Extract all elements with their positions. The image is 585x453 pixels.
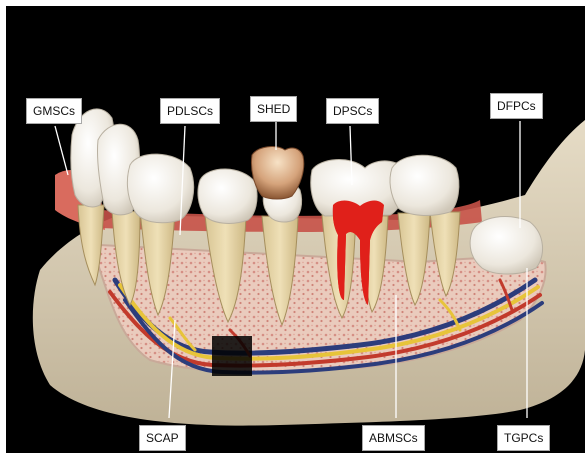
label-pdlscs: PDLSCs [160,98,220,124]
label-shed: SHED [250,96,297,122]
label-dpscs: DPSCs [326,98,379,124]
label-tgpcs: TGPCs [497,425,550,451]
label-gmscs: GMSCs [26,98,82,124]
bone-notch [212,336,252,376]
primary-tooth-shed [251,147,303,199]
label-abmscs: ABMSCs [362,425,425,451]
label-dfpcs: DFPCs [490,93,543,119]
label-scap: SCAP [139,425,186,451]
